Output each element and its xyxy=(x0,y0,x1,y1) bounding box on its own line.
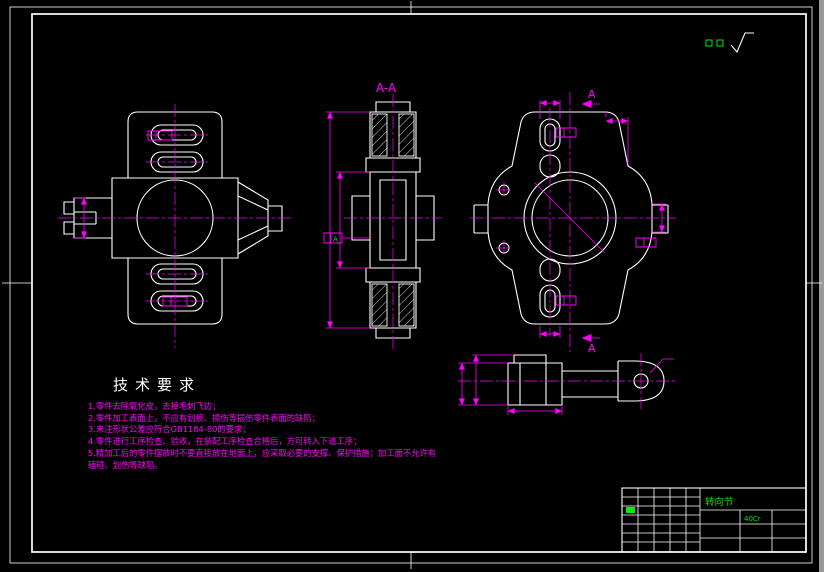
roughness-check-icon xyxy=(730,32,754,54)
tech-requirements: 技术要求 1.零件去除氧化皮，去掉毛刺飞边； 2.零件加工表面上，不应有划痕、擦… xyxy=(88,376,436,470)
arm-centerlines xyxy=(458,353,676,409)
front-view xyxy=(58,104,294,348)
arm-outline xyxy=(507,354,665,406)
hatched-section xyxy=(398,283,415,327)
window-edge xyxy=(819,0,824,572)
datum-label: A xyxy=(333,236,338,244)
leader-line xyxy=(649,358,674,374)
roughness-symbols xyxy=(705,32,754,54)
tech-requirements-title: 技术要求 xyxy=(113,376,201,394)
hatched-section xyxy=(398,113,415,157)
arm-detail-view xyxy=(458,353,676,415)
tech-requirement-line: 5.精加工后的零件摆放时不要直接放在地面上，应采取必要的支撑、保护措施；加工面不… xyxy=(88,448,436,458)
section-label: A-A xyxy=(376,81,397,95)
datum-frame xyxy=(323,232,343,244)
side-view: A A xyxy=(470,88,676,355)
section-arrow-top-label: A xyxy=(588,88,596,101)
material: 40Cr xyxy=(744,515,761,523)
tech-requirement-line: 4.零件进行工序检查、验收，在装配工序检查合格后，方可转入下道工序； xyxy=(88,436,361,446)
inner-border xyxy=(31,13,807,553)
section-view: A-A A xyxy=(323,81,442,350)
dimension-extension xyxy=(458,354,563,415)
gdt-frame xyxy=(555,127,657,306)
front-view-centerlines xyxy=(58,104,294,348)
section-arrow-bottom-label: A xyxy=(588,342,596,355)
section-outline xyxy=(351,101,435,339)
dimension-extension xyxy=(326,111,370,329)
tech-requirement-line: 磕碰、划伤等缺陷。 xyxy=(88,460,163,470)
title-block-grid xyxy=(622,488,806,552)
section-centerlines xyxy=(344,94,442,350)
tech-requirement-line: 2.零件加工表面上，不应有划痕、擦伤等损伤零件表面的缺陷； xyxy=(88,413,320,423)
part-name: 转向节 xyxy=(705,496,734,508)
tech-requirement-line: 3.未注形状公差应符合GB1184-80的要求； xyxy=(88,424,251,434)
dimension-extension xyxy=(539,100,666,338)
roughness-box-icon xyxy=(705,39,713,47)
tech-requirement-line: 1.零件去除氧化皮，去掉毛刺飞边； xyxy=(88,401,220,411)
hatched-section xyxy=(371,283,388,327)
title-block-stamp xyxy=(626,507,635,513)
hatched-section xyxy=(371,113,388,157)
gdt-frame xyxy=(147,130,188,307)
title-block-outer xyxy=(621,487,807,553)
title-block: 转向节 40Cr xyxy=(621,487,807,553)
side-view-centerlines xyxy=(470,92,676,352)
roughness-box-icon xyxy=(716,39,724,47)
